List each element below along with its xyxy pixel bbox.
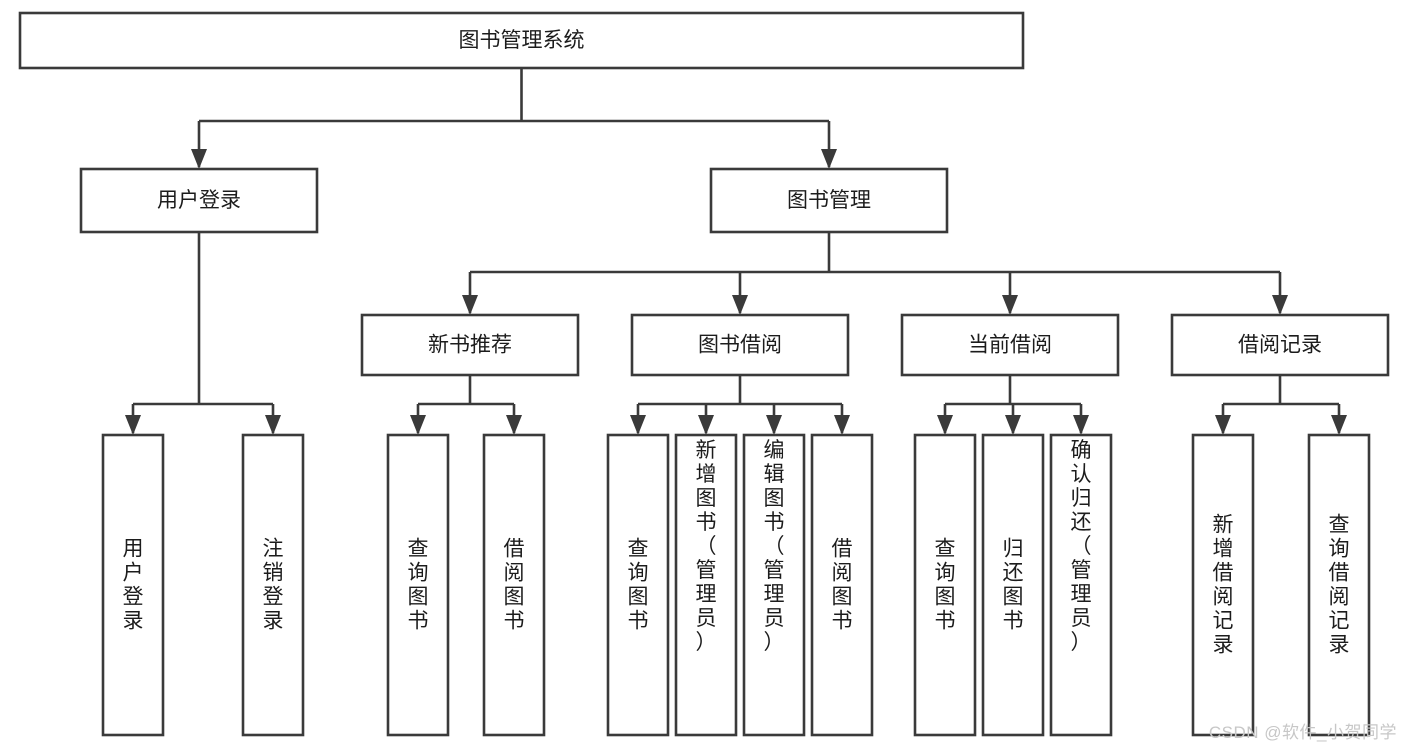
node-root-图书管理系统[interactable]: 图书管理系统 (18, 11, 1025, 70)
node-leaf-11-新增借阅记录[interactable]: 新增借阅记录 (1191, 433, 1255, 737)
arrowhead-icon (125, 415, 141, 435)
arrowhead-icon (1005, 415, 1021, 435)
node-leaf-12-查询借阅记录[interactable]: 查询借阅记录 (1307, 433, 1371, 737)
arrowhead-icon (1215, 415, 1231, 435)
node-l1-图书管理[interactable]: 图书管理 (709, 167, 949, 234)
node-leaf-7-借阅图书[interactable]: 借阅图书 (810, 433, 874, 737)
node-leaf-9-归还图书[interactable]: 归还图书 (981, 433, 1045, 737)
arrowhead-icon (834, 415, 850, 435)
arrowhead-icon (1002, 295, 1018, 315)
node-label-vertical: 新增图书（管理员） (696, 439, 717, 654)
node-l2-当前借阅[interactable]: 当前借阅 (900, 313, 1120, 377)
node-label: 用户登录 (157, 189, 241, 212)
node-label: 图书借阅 (698, 334, 782, 357)
node-layer: 图书管理系统用户登录图书管理新书推荐图书借阅当前借阅借阅记录用户登录注销登录查询… (18, 11, 1390, 737)
node-label-vertical: 归还图书 (1003, 538, 1024, 633)
node-label: 图书管理 (787, 189, 871, 212)
arrowhead-icon (698, 415, 714, 435)
node-label: 借阅记录 (1238, 334, 1322, 357)
arrowhead-icon (821, 149, 837, 169)
arrowhead-icon (1272, 295, 1288, 315)
arrowhead-icon (462, 295, 478, 315)
connector-layer (125, 68, 1347, 435)
node-l2-图书借阅[interactable]: 图书借阅 (630, 313, 850, 377)
node-leaf-6-编辑图书管理员[interactable]: 编辑图书（管理员） (742, 433, 806, 737)
node-leaf-1-注销登录[interactable]: 注销登录 (241, 433, 305, 737)
node-label: 当前借阅 (968, 334, 1052, 357)
arrowhead-icon (630, 415, 646, 435)
node-leaf-5-新增图书管理员[interactable]: 新增图书（管理员） (674, 433, 738, 737)
node-l2-新书推荐[interactable]: 新书推荐 (360, 313, 580, 377)
node-label-vertical: 确认归还（管理员） (1071, 439, 1092, 654)
arrowhead-icon (766, 415, 782, 435)
node-label-vertical: 用户登录 (123, 538, 144, 633)
node-l1-用户登录[interactable]: 用户登录 (79, 167, 319, 234)
node-leaf-10-确认归还管理员[interactable]: 确认归还（管理员） (1049, 433, 1113, 737)
node-leaf-2-查询图书[interactable]: 查询图书 (386, 433, 450, 737)
node-label-vertical: 查询借阅记录 (1329, 514, 1350, 657)
node-label-vertical: 查询图书 (628, 538, 649, 633)
node-label: 图书管理系统 (459, 29, 585, 52)
node-label-vertical: 借阅图书 (832, 538, 853, 633)
node-label-vertical: 新增借阅记录 (1213, 514, 1234, 657)
arrowhead-icon (1073, 415, 1089, 435)
arrowhead-icon (265, 415, 281, 435)
node-label-vertical: 编辑图书（管理员） (764, 439, 785, 654)
arrowhead-icon (732, 295, 748, 315)
node-leaf-3-借阅图书[interactable]: 借阅图书 (482, 433, 546, 737)
node-leaf-4-查询图书[interactable]: 查询图书 (606, 433, 670, 737)
arrowhead-icon (191, 149, 207, 169)
node-leaf-8-查询图书[interactable]: 查询图书 (913, 433, 977, 737)
arrowhead-icon (1331, 415, 1347, 435)
arrowhead-icon (410, 415, 426, 435)
watermark-text: CSDN @软件_小贺同学 (1208, 723, 1397, 742)
node-label-vertical: 注销登录 (263, 538, 284, 633)
node-l2-借阅记录[interactable]: 借阅记录 (1170, 313, 1390, 377)
node-leaf-0-用户登录[interactable]: 用户登录 (101, 433, 165, 737)
arrowhead-icon (937, 415, 953, 435)
node-label-vertical: 查询图书 (935, 538, 956, 633)
node-label-vertical: 借阅图书 (504, 538, 525, 633)
node-label: 新书推荐 (428, 334, 512, 357)
arrowhead-icon (506, 415, 522, 435)
node-label-vertical: 查询图书 (408, 538, 429, 633)
